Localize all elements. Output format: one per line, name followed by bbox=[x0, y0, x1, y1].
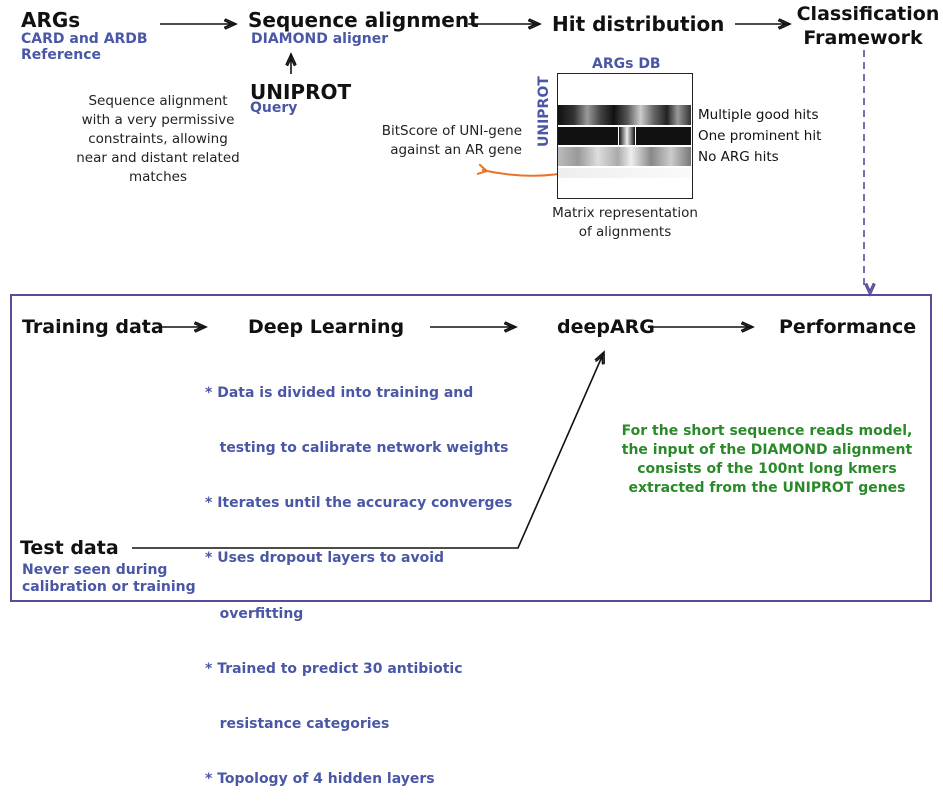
args-sub1: CARD and ARDB bbox=[21, 31, 148, 47]
bullet-line-5: overfitting bbox=[205, 605, 304, 622]
bitscore-line-2: against an AR gene bbox=[390, 142, 522, 158]
row-label-none: No ARG hits bbox=[698, 149, 779, 165]
bullet-line-8: * Topology of 4 hidden layers bbox=[205, 771, 435, 788]
matrix-caption-line-2: of alignments bbox=[578, 224, 672, 240]
diamond-aligner-label: DIAMOND aligner bbox=[251, 31, 389, 47]
matrix-caption-line-1: Matrix representation bbox=[552, 205, 698, 221]
args-sub2: Reference bbox=[21, 47, 102, 63]
matrix-caption: Matrix representation of alignments bbox=[545, 204, 705, 242]
bullet-line-1: * Data is divided into training and bbox=[205, 384, 474, 401]
test-data-sub2: calibration or training bbox=[22, 579, 196, 595]
classification-line1: Classification bbox=[796, 3, 940, 25]
matrix-row-multiple bbox=[558, 105, 691, 125]
classification-line2: Framework bbox=[803, 27, 923, 49]
test-data-sub1: Never seen during bbox=[22, 562, 168, 578]
deep-learning-bullets: * Data is divided into training and test… bbox=[205, 347, 512, 807]
matrix-row-one bbox=[558, 127, 691, 145]
deeparg-label: deepARG bbox=[557, 316, 655, 338]
bullet-line-2: testing to calibrate network weights bbox=[205, 440, 509, 457]
matrix-uniprot-label: UNIPROT bbox=[536, 76, 552, 147]
performance-label: Performance bbox=[779, 316, 917, 338]
description-line-1: Sequence alignment bbox=[88, 93, 228, 109]
sequence-alignment-title: Sequence alignment bbox=[248, 8, 479, 32]
description-line-3: constraints, allowing bbox=[88, 131, 228, 147]
description-line-5: matches bbox=[128, 169, 188, 185]
bitscore-label: BitScore of UNI-gene against an AR gene bbox=[352, 122, 522, 160]
matrix-prominent-hit bbox=[618, 127, 636, 145]
note-line-4: extracted from the UNIPROT genes bbox=[628, 480, 906, 496]
args-title: ARGs bbox=[21, 8, 81, 32]
framework-box bbox=[10, 294, 932, 602]
bullet-line-3: * Iterates until the accuracy converges bbox=[205, 495, 513, 512]
row-label-multiple: Multiple good hits bbox=[698, 107, 819, 123]
bullet-line-7: resistance categories bbox=[205, 716, 390, 733]
description-line-2: with a very permissive bbox=[81, 112, 235, 128]
bitscore-line-1: BitScore of UNI-gene bbox=[381, 123, 522, 139]
test-data-label: Test data bbox=[20, 537, 119, 559]
note-line-2: the input of the DIAMOND alignment bbox=[621, 442, 913, 458]
hit-distribution-title: Hit distribution bbox=[552, 12, 725, 36]
alignment-matrix bbox=[557, 73, 693, 199]
deep-learning-label: Deep Learning bbox=[248, 316, 405, 338]
bullet-line-4: * Uses dropout layers to avoid bbox=[205, 550, 445, 567]
bullet-line-6: * Trained to predict 30 antibiotic bbox=[205, 660, 463, 677]
short-reads-note: For the short sequence reads model, the … bbox=[612, 422, 922, 498]
arrow-test-to-deeparg bbox=[132, 352, 604, 549]
alignment-description: Sequence alignment with a very permissiv… bbox=[58, 92, 258, 187]
training-data-label: Training data bbox=[22, 316, 164, 338]
note-line-1: For the short sequence reads model, bbox=[621, 423, 913, 439]
matrix-row-none bbox=[558, 147, 691, 166]
uniprot-title: UNIPROT bbox=[250, 80, 352, 104]
matrix-row-empty bbox=[558, 168, 691, 178]
description-line-4: near and distant related bbox=[76, 150, 240, 166]
row-label-one: One prominent hit bbox=[698, 128, 822, 144]
uniprot-query-label: Query bbox=[250, 100, 298, 116]
note-line-3: consists of the 100nt long kmers bbox=[637, 461, 897, 477]
args-db-label: ARGs DB bbox=[592, 56, 661, 72]
